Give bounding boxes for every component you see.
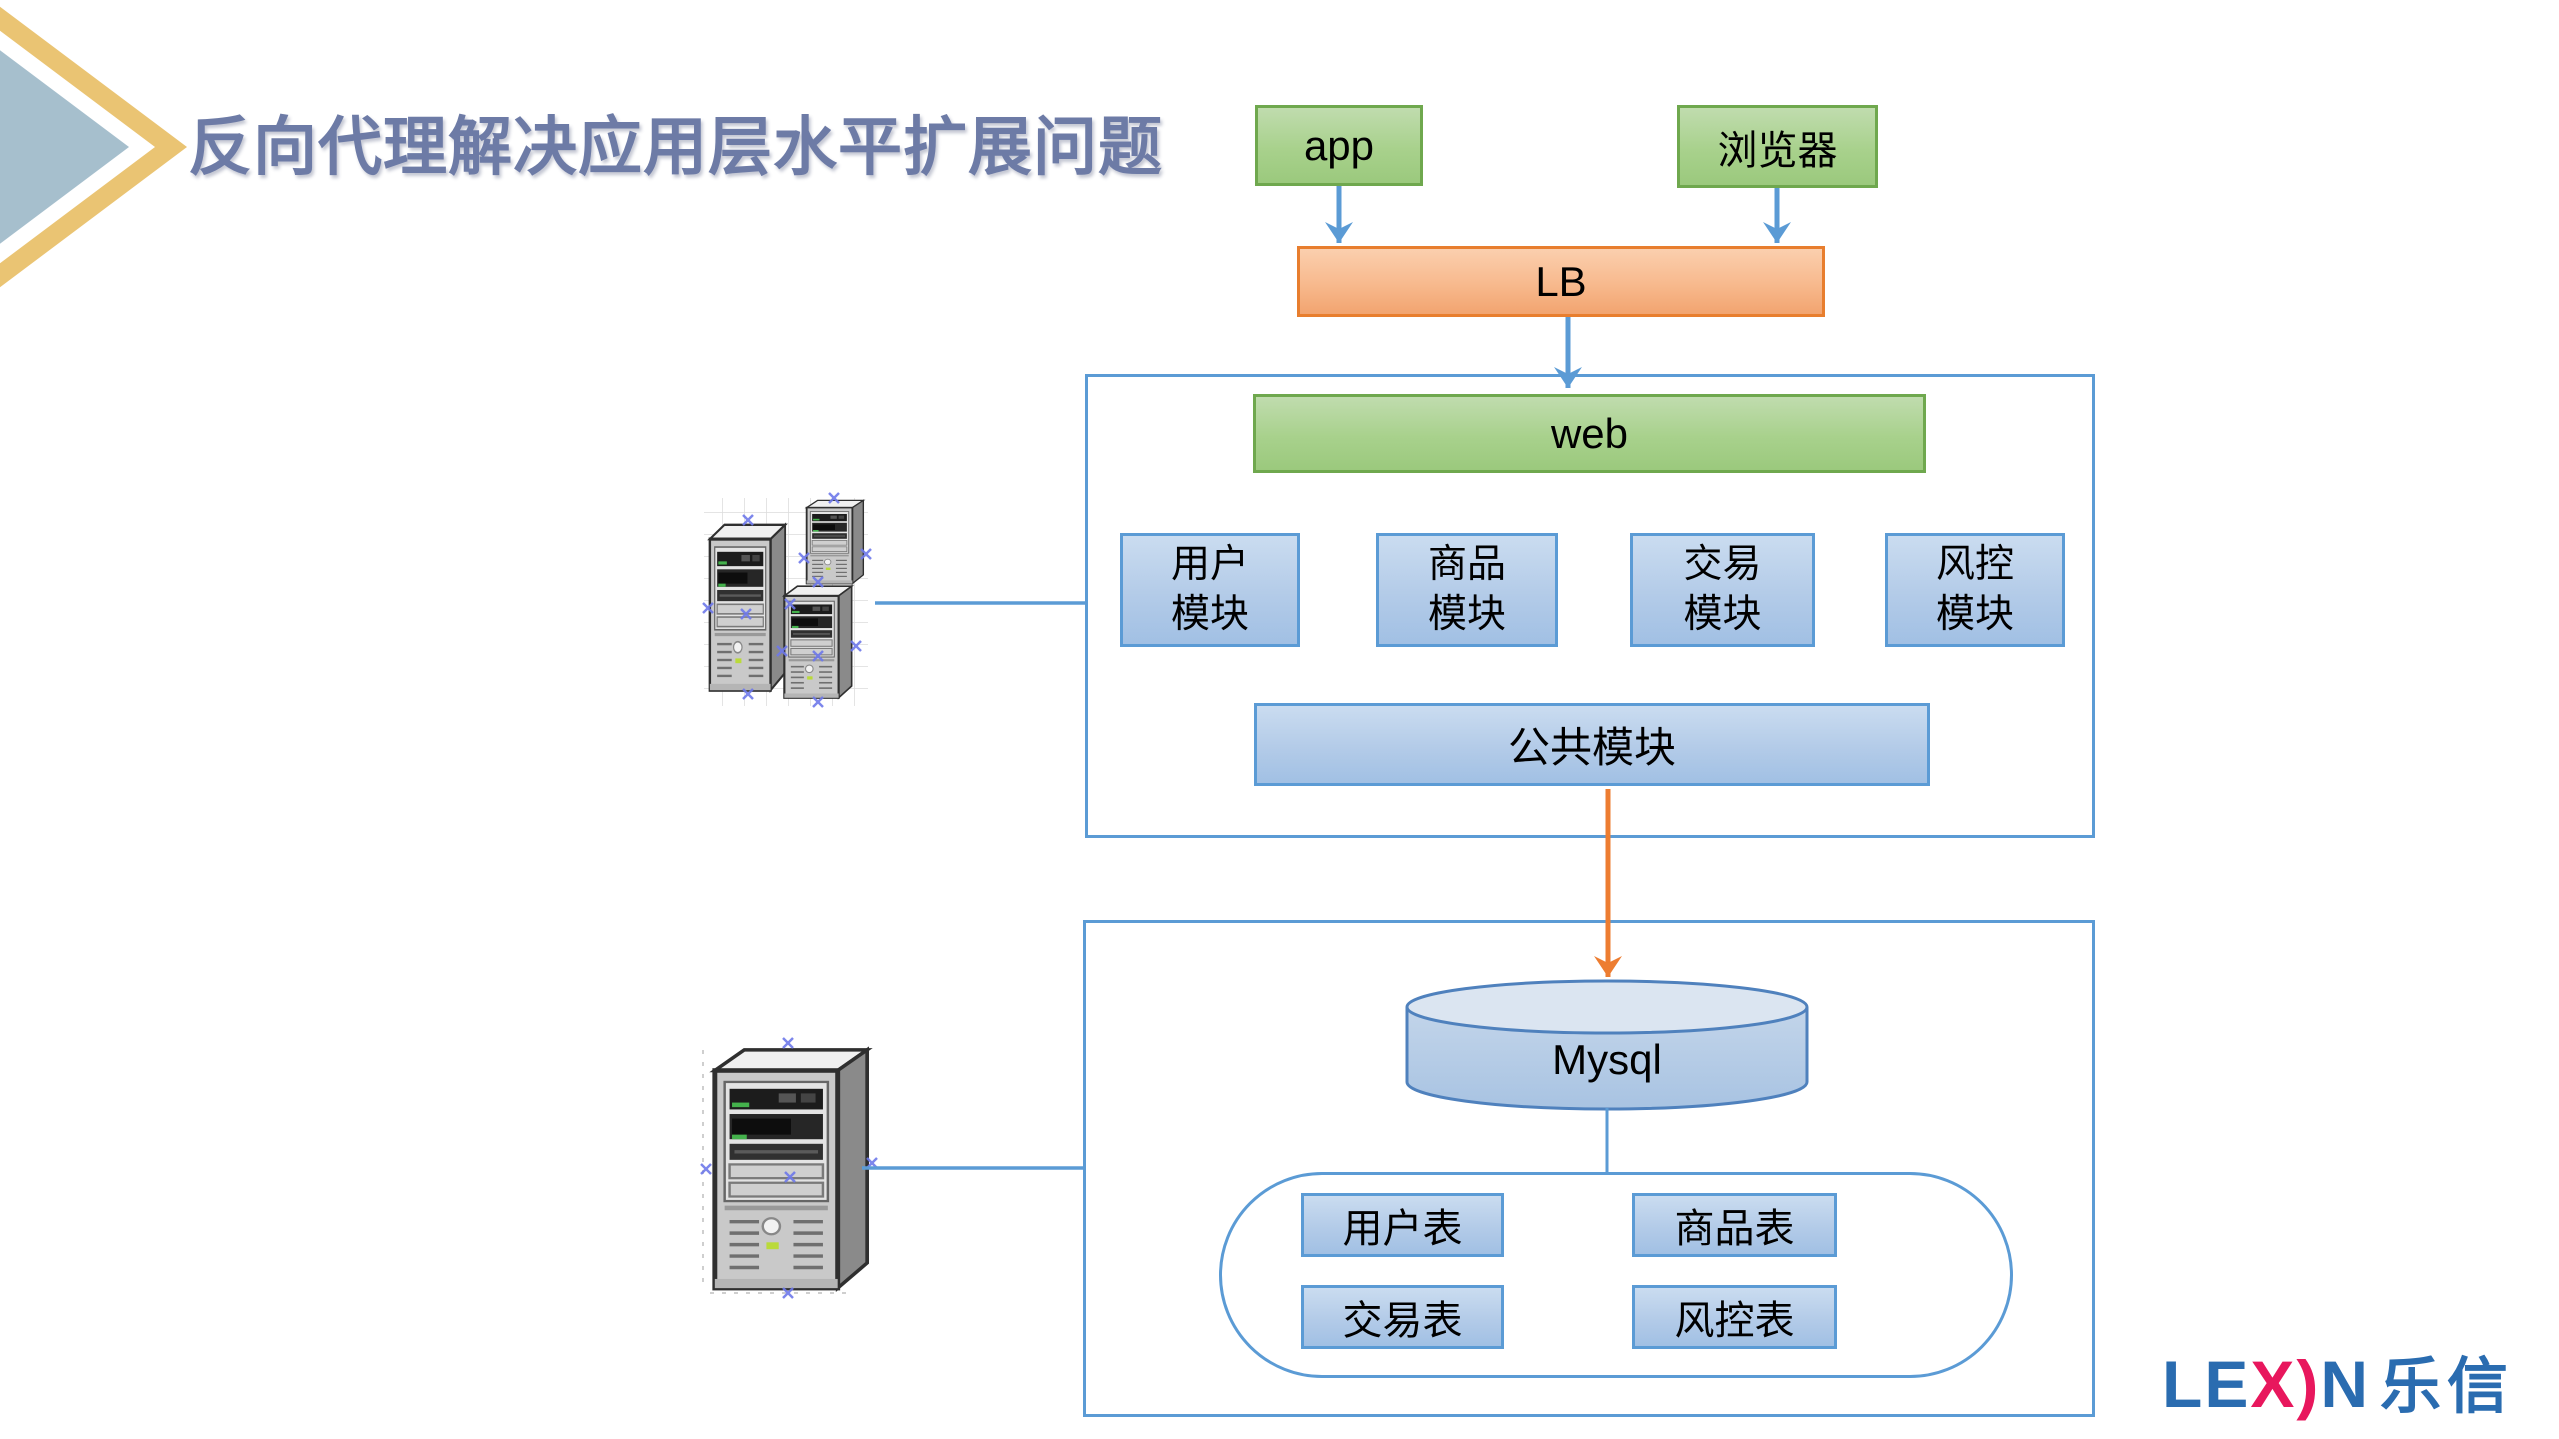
table-product-label: 商品表 xyxy=(1674,1207,1795,1251)
table-risk: 风控表 xyxy=(1632,1285,1837,1349)
lexin-logo-i: ) xyxy=(2296,1347,2321,1421)
table-user: 用户表 xyxy=(1301,1193,1504,1257)
lexin-logo-x: X xyxy=(2250,1347,2297,1421)
module-user-line1: 用户 xyxy=(1170,543,1249,586)
common-module-label: 公共模块 xyxy=(1507,724,1676,771)
tables-group xyxy=(1219,1172,2013,1378)
module-risk: 风控 模块 xyxy=(1885,533,2065,647)
module-risk-line1: 风控 xyxy=(1935,543,2014,586)
table-risk-label: 风控表 xyxy=(1674,1299,1795,1343)
module-trade-line1: 交易 xyxy=(1683,543,1762,586)
web-node: web xyxy=(1253,394,1926,473)
browser-node: 浏览器 xyxy=(1677,105,1878,188)
module-trade-line2: 模块 xyxy=(1683,593,1762,636)
lexin-logo: LE X ) N 乐信 xyxy=(2162,1336,2514,1425)
load-balancer-node: LB xyxy=(1297,246,1825,317)
table-trade-label: 交易表 xyxy=(1342,1299,1463,1343)
lexin-logo-cn: 乐信 xyxy=(2380,1352,2515,1420)
page-title: 反向代理解决应用层水平扩展问题 xyxy=(188,111,1163,183)
common-module-node: 公共模块 xyxy=(1254,703,1930,786)
table-product: 商品表 xyxy=(1632,1193,1837,1257)
module-product-line2: 模块 xyxy=(1427,593,1506,636)
lexin-logo-le: LE xyxy=(2162,1347,2251,1421)
server-cluster-icon xyxy=(702,492,872,708)
table-user-label: 用户表 xyxy=(1342,1207,1463,1251)
module-user-line2: 模块 xyxy=(1170,593,1249,636)
web-node-label: web xyxy=(1550,409,1629,457)
table-trade: 交易表 xyxy=(1301,1285,1504,1349)
module-product-line1: 商品 xyxy=(1427,543,1506,586)
web-tier-container xyxy=(1085,374,2095,838)
data-tier-container xyxy=(1083,920,2095,1417)
app-node: app xyxy=(1255,105,1423,186)
lexin-logo-n: N xyxy=(2320,1347,2371,1421)
database-cylinder-icon xyxy=(1405,979,1809,1111)
server-tower-icon xyxy=(700,1037,878,1299)
module-risk-line2: 模块 xyxy=(1935,593,2014,636)
load-balancer-label: LB xyxy=(1535,257,1587,305)
module-trade: 交易 模块 xyxy=(1630,533,1815,647)
database-label: Mysql xyxy=(1552,1036,1662,1083)
module-product: 商品 模块 xyxy=(1376,533,1558,647)
module-user: 用户 模块 xyxy=(1120,533,1300,647)
corner-decoration-icon xyxy=(0,6,187,288)
app-node-label: app xyxy=(1303,121,1375,169)
browser-node-label: 浏览器 xyxy=(1717,128,1838,173)
